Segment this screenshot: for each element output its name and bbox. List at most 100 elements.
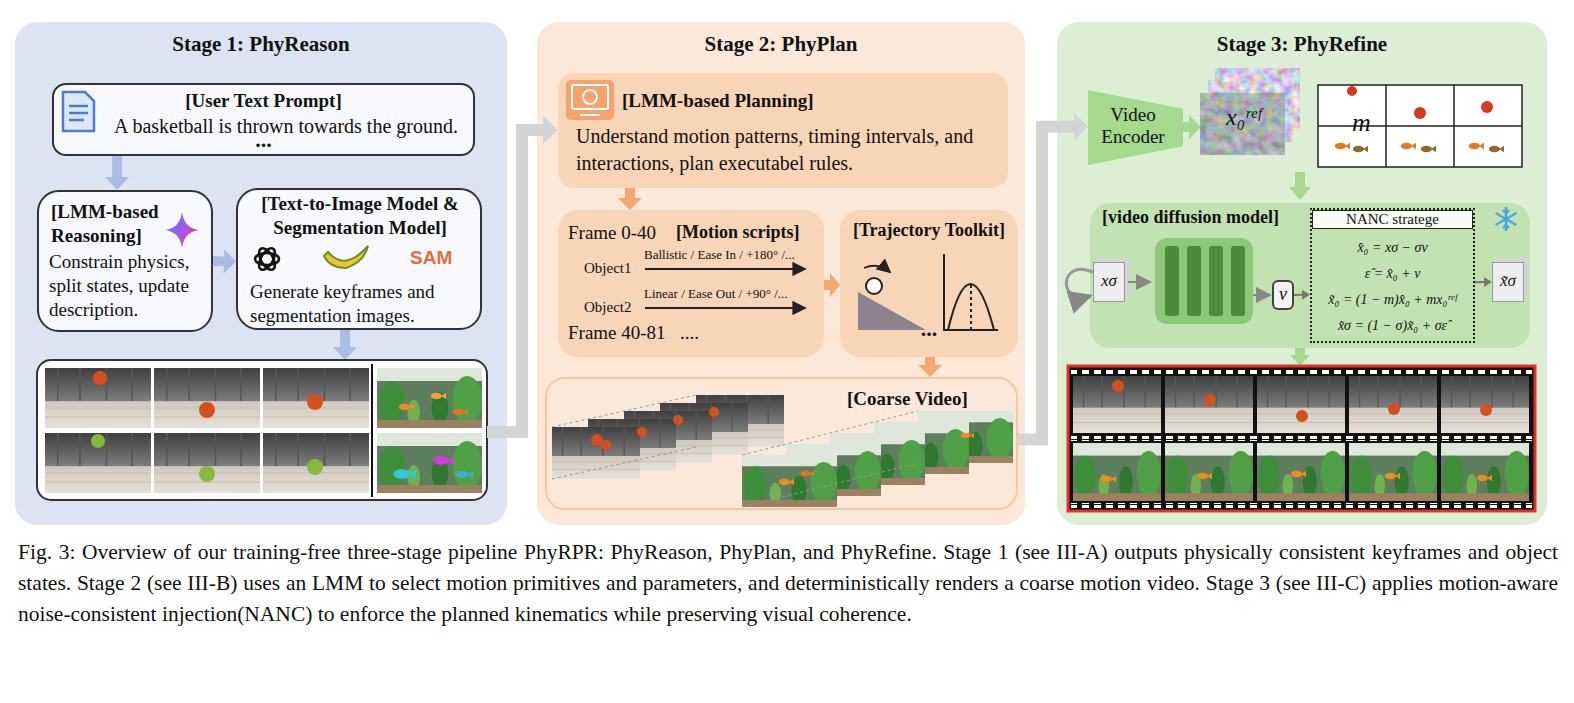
connector — [1294, 290, 1310, 300]
script-box: Frame 0-40[Motion scripts] Object1Ballist… — [558, 210, 824, 357]
coarse-frames — [552, 395, 1013, 507]
node-title: Video Encoder — [1088, 104, 1178, 148]
flow-arrow — [1183, 115, 1201, 139]
arrow-head — [830, 273, 840, 297]
node-text: x̃σ = (1 − σ)x̃₀ + σε̂ — [1312, 318, 1473, 334]
noisy-latents — [1200, 68, 1300, 155]
node-text: x̂₀ = xσ − σv — [1312, 240, 1473, 256]
flow-arrow — [333, 330, 357, 360]
connector — [1018, 113, 1088, 440]
node-title: xσ — [1094, 271, 1124, 291]
mask-grid — [1318, 85, 1522, 167]
connector — [918, 357, 942, 377]
connector — [824, 273, 840, 297]
node-title: [video diffusion model] — [1102, 207, 1322, 228]
node-title: [LMM-based Planning] — [622, 89, 1002, 113]
node-text: ... — [54, 127, 473, 153]
node-text: Ballistic / Ease In / +180° /... — [644, 247, 822, 263]
node-text: ... — [840, 316, 1018, 342]
arrow-head — [618, 198, 642, 210]
connector-line — [925, 357, 935, 365]
motion-arrow — [645, 307, 805, 309]
graph-icon — [944, 254, 998, 330]
node-title: x̃σ — [1493, 271, 1523, 291]
loop-arrow — [1066, 269, 1093, 297]
connector-line — [1294, 294, 1302, 296]
node-text: [Motion scripts] — [676, 222, 822, 243]
connector — [618, 188, 642, 210]
arrow-head — [918, 365, 942, 377]
toolkit-box: [Trajectory Toolkit]... — [840, 210, 1018, 357]
node-text: Object1 — [584, 260, 644, 277]
node-text: Object2 — [584, 299, 644, 316]
arrow-head — [224, 249, 236, 273]
flow-line — [1128, 281, 1150, 283]
output-filmstrip — [1068, 366, 1535, 511]
node-text: Linear / Ease Out / +90° /... — [644, 286, 822, 302]
node-title: [LMM-based Reasoning] — [51, 200, 186, 248]
connector-line — [1475, 281, 1484, 283]
arrow-head — [105, 177, 129, 190]
connector-line — [213, 256, 224, 266]
node-title: Frame 0-40 — [568, 222, 678, 244]
connector-line — [824, 280, 830, 290]
connector — [213, 249, 236, 273]
connector-line — [112, 156, 122, 177]
connector — [1475, 277, 1492, 287]
node-title: [Trajectory Toolkit] — [840, 220, 1018, 241]
keyframe-images — [37, 360, 487, 500]
process-box: [LMM-based Planning] Understand motion pa… — [558, 73, 1008, 188]
frozen-icon — [1496, 207, 1517, 231]
node-title: [Coarse Video] — [847, 387, 1017, 411]
gemini-icon — [165, 212, 199, 248]
node-title: Stage 2: PhyPlan — [537, 32, 1025, 57]
node-title: [Text-to-Image Model & Segmentation Mode… — [244, 192, 476, 240]
latent-cube: x̃σ — [1492, 262, 1524, 302]
video-box: [Coarse Video] — [545, 377, 1018, 510]
node-text: Understand motion patterns, timing inter… — [576, 123, 1006, 177]
node-text: ε̂ = x̂₀ + v — [1312, 266, 1473, 282]
network-block — [1155, 238, 1253, 324]
stage-panel: Stage 1: PhyReason [User Text Prompt] A ba… — [15, 22, 507, 525]
flow-arrow — [1289, 172, 1311, 200]
arrow-head — [1302, 290, 1310, 300]
ramp-icon — [858, 266, 926, 330]
arrow-head — [1484, 277, 1492, 287]
strategy-box: NANC stratege x̂₀ = xσ − σv ε̂ = x̂₀ + v x̃… — [1310, 208, 1475, 343]
connector — [105, 156, 129, 190]
document-icon — [63, 92, 94, 131]
openai-icon — [255, 246, 279, 273]
stage-panel: Stage 3: PhyRefineVideo Encoder [video di… — [1057, 22, 1547, 525]
stage-panel: Stage 2: PhyPlan [LMM-based Planning] Unde… — [537, 22, 1025, 525]
node-title: NANC stratege — [1312, 210, 1473, 229]
encoder-trapezoid: Video Encoder — [1088, 90, 1183, 165]
node-text: Constrain physics, split states, update … — [49, 250, 211, 322]
node-title: Stage 3: PhyRefine — [1057, 32, 1547, 57]
flow-arrow — [1290, 348, 1310, 366]
flow-arrow — [487, 116, 558, 432]
prompt-box: [User Text Prompt] A basketball is thrown… — [52, 83, 475, 156]
planning-icon — [566, 80, 614, 120]
latent-cube: xσ — [1093, 262, 1125, 302]
node-text: x̃₀ = (1 − m)x̂₀ + mx₀ʳᵉᶠ — [1312, 292, 1473, 308]
flow-line — [1253, 294, 1270, 296]
node-text: Generate keyframes and segmentation imag… — [250, 280, 478, 328]
trapezoid-outline — [1088, 90, 1183, 165]
process-box: [Text-to-Image Model & Segmentation Mode… — [236, 188, 482, 330]
connector-line — [1018, 127, 1074, 440]
process-box: [LMM-based Reasoning]Constrain physics, … — [37, 190, 213, 332]
node-title: [User Text Prompt] — [54, 90, 473, 112]
connector-line — [625, 188, 635, 198]
velocity-box: v — [1272, 280, 1294, 310]
model-box: [video diffusion model]NANC stratege x̂₀ … — [1090, 203, 1530, 348]
node-text: .... — [680, 322, 740, 344]
node-text: Frame 40-81 — [568, 322, 678, 344]
banana-icon — [324, 246, 368, 268]
node-text: A basketball is thrown towards the groun… — [99, 115, 473, 138]
figure-caption: Fig. 3: Overview of our training-free th… — [18, 537, 1558, 630]
arrow-head — [1074, 113, 1088, 141]
node-title: v — [1274, 284, 1292, 305]
motion-arrow — [645, 268, 805, 270]
node-title: Stage 1: PhyReason — [15, 32, 507, 57]
